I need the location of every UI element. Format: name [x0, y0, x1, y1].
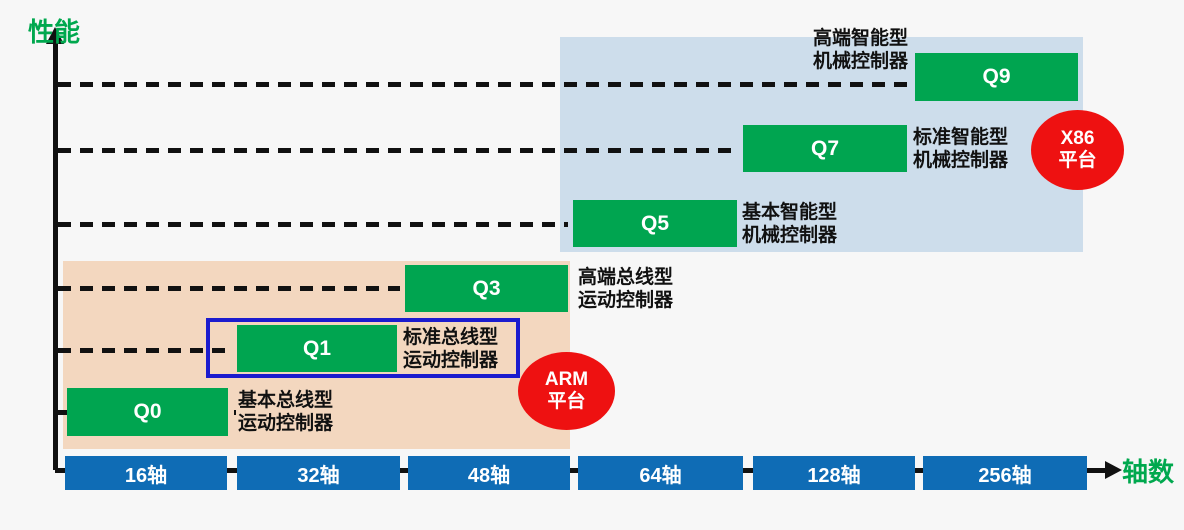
label-q9-line1: 高端智能型	[812, 28, 908, 49]
label-q1: 标准总线型 运动控制器	[403, 326, 498, 372]
label-q0-line2: 运动控制器	[238, 413, 334, 434]
bar-q3-code: Q3	[472, 276, 501, 300]
label-q0: 基本总线型 运动控制器	[238, 389, 333, 435]
x-tick-64axis-label: 64轴	[639, 464, 682, 487]
bar-q3: Q3	[405, 265, 568, 312]
dashed-gridline-q7	[58, 148, 738, 153]
x86-badge-suffix: 平台	[1058, 150, 1097, 171]
x86-platform-badge: X86 平台	[1031, 110, 1124, 190]
bar-q1-code: Q1	[302, 336, 331, 360]
q1-highlight-box	[206, 318, 520, 378]
x-tick-128axis-label: 128轴	[807, 464, 861, 487]
bar-q7: Q7	[743, 125, 907, 172]
x-tick-32axis-label: 32轴	[297, 464, 340, 487]
arm-platform-badge: ARM 平台	[518, 352, 615, 430]
label-q9-line2: 机械控制器	[812, 51, 908, 72]
dashed-gridline-q5	[58, 222, 568, 227]
x-tick-128axis: 128轴	[753, 456, 915, 490]
label-q3: 高端总线型 运动控制器	[578, 266, 673, 312]
bar-q9: Q9	[915, 53, 1078, 101]
x-tick-16axis: 16轴	[65, 456, 227, 490]
x-axis-label: 轴数	[1122, 457, 1175, 487]
label-q1-line1: 标准总线型	[403, 327, 499, 348]
arm-badge-name: ARM	[544, 369, 589, 390]
bar-q5-code: Q5	[640, 211, 669, 235]
label-q1-line2: 运动控制器	[403, 350, 499, 371]
bar-q0: Q0	[67, 388, 228, 436]
bar-q1: Q1	[237, 325, 397, 372]
label-q9: 高端智能型 机械控制器	[758, 27, 908, 73]
x-tick-48axis: 48轴	[408, 456, 570, 490]
dashed-gridline-q1	[58, 348, 233, 353]
label-q7-line1: 标准智能型	[913, 127, 1009, 148]
bar-q7-code: Q7	[810, 136, 839, 160]
x-tick-64axis: 64轴	[578, 456, 743, 490]
x-tick-16axis-label: 16轴	[124, 464, 168, 487]
dashed-gridline-q9	[58, 82, 908, 87]
x-tick-256axis-label: 256轴	[978, 464, 1032, 487]
x-tick-48axis-label: 48轴	[467, 464, 511, 487]
label-q5-line2: 机械控制器	[742, 225, 838, 246]
label-q7-line2: 机械控制器	[913, 150, 1009, 171]
label-q5-line1: 基本智能型	[742, 202, 838, 223]
y-axis-arrow-icon	[46, 27, 64, 44]
label-q3-line2: 运动控制器	[578, 290, 674, 311]
label-q7: 标准智能型 机械控制器	[913, 126, 1008, 172]
arm-badge-suffix: 平台	[547, 391, 586, 412]
x-tick-256axis: 256轴	[923, 456, 1087, 490]
label-q3-line1: 高端总线型	[578, 267, 674, 288]
x-axis-arrow-icon	[1105, 461, 1122, 479]
dashed-gridline-q3	[58, 286, 400, 291]
y-axis-line	[53, 42, 58, 470]
bar-q9-code: Q9	[982, 65, 1011, 88]
x86-badge-name: X86	[1060, 128, 1095, 149]
bar-q0-code: Q0	[133, 400, 162, 423]
x-tick-32axis: 32轴	[237, 456, 400, 490]
label-q0-line1: 基本总线型	[238, 390, 334, 411]
y-axis-label: 性能	[28, 17, 81, 47]
bar-q5: Q5	[573, 200, 737, 247]
label-q5: 基本智能型 机械控制器	[742, 201, 837, 247]
